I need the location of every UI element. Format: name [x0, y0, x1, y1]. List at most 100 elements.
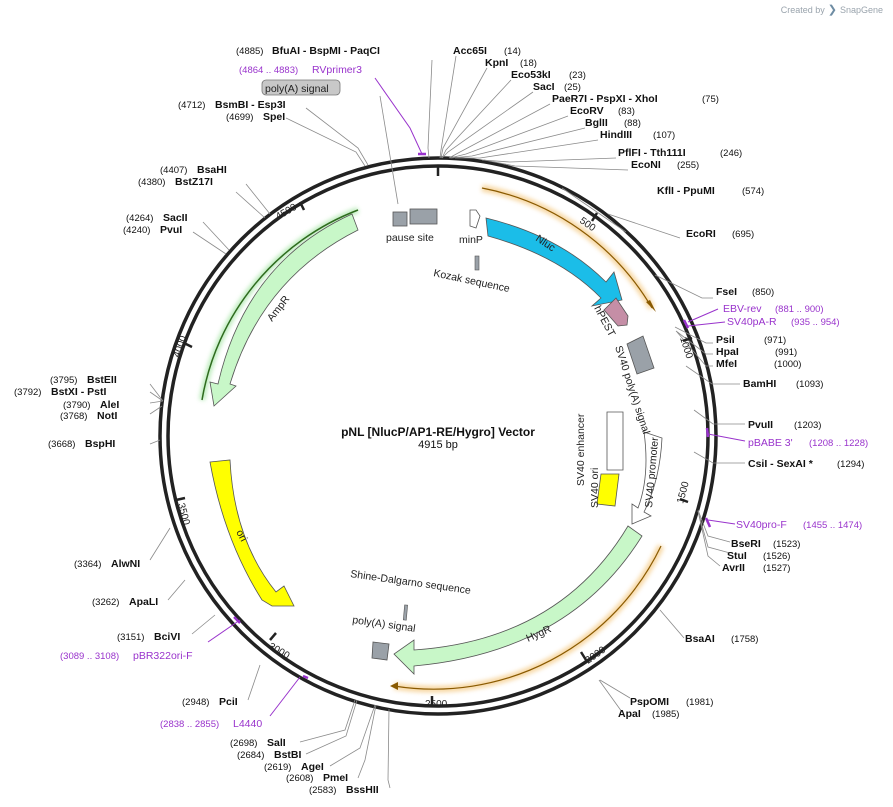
enzyme-position: (2684) [237, 750, 264, 761]
orf-top-arrowhead [646, 300, 656, 312]
enzyme-position: (3792) [14, 387, 41, 398]
primer-label: SV40pA-R [727, 316, 777, 328]
orf-bottom-glow [393, 544, 665, 693]
feature-label-ori: ori [233, 528, 249, 544]
enzyme-label: NotI [97, 410, 117, 422]
enzyme-label: ApaLI [129, 596, 158, 608]
enzyme-position: (3668) [48, 439, 75, 450]
enzyme-label: KflI - PpuMI [657, 185, 715, 197]
enzyme-position: (4380) [138, 177, 165, 188]
polya-signal-bottom-box [371, 641, 390, 661]
sv40-ori-box [596, 473, 620, 507]
primer-range: (2838 .. 2855) [160, 719, 219, 730]
primer-range: (1208 .. 1228) [809, 438, 868, 449]
polya-signal-top-leader [379, 95, 399, 205]
enzyme-position: (83) [618, 106, 635, 117]
enzyme-position: (1527) [763, 563, 790, 574]
primer-l4440-mark [302, 674, 309, 680]
enzyme-position: (850) [752, 287, 774, 298]
orf-bottom-line [393, 545, 662, 690]
enzyme-position: (1985) [652, 709, 679, 720]
enzyme-label: SpeI [263, 111, 285, 123]
enzyme-label: BsmBI - Esp3I [215, 99, 286, 111]
enzyme-label: PmeI [323, 772, 348, 784]
enzyme-position: (255) [677, 160, 699, 171]
plasmid-length: 4915 bp [418, 439, 458, 451]
enzyme-position: (2583) [309, 785, 336, 796]
enzyme-label: KpnI [485, 57, 508, 69]
enzyme-label: BseRI [731, 538, 761, 550]
pause-site-box-1 [392, 211, 408, 227]
sv40-enhancer-box [606, 411, 624, 471]
orf-highlights [199, 184, 665, 693]
enzyme-position: (1758) [731, 634, 758, 645]
enzyme-label: BciVI [154, 631, 180, 643]
enzyme-position: (1093) [796, 379, 823, 390]
feature-label-shine-dalgarno: Shine-Dalgarno sequence [350, 568, 472, 597]
enzyme-position: (107) [653, 130, 675, 141]
enzyme-label: SalI [267, 737, 286, 749]
enzyme-label: PaeR7I - PspXI - XhoI [552, 93, 658, 105]
primer-label: L4440 [233, 718, 262, 730]
enzyme-position: (3790) [63, 400, 90, 411]
tick-2000 [579, 651, 588, 661]
orf-bottom-arrowhead [390, 682, 398, 690]
feature-label-sv40-enhancer: SV40 enhancer [575, 413, 587, 486]
tick-marks [175, 166, 693, 706]
enzyme-label: BstXI - PstI [51, 386, 107, 398]
sv40-polya-box [626, 335, 655, 375]
enzyme-position: (3768) [60, 411, 87, 422]
enzyme-position: (574) [742, 186, 764, 197]
enzyme-position: (4407) [160, 165, 187, 176]
enzyme-position: (1523) [773, 539, 800, 550]
tick-3000 [269, 632, 277, 641]
enzyme-label: MfeI [716, 358, 737, 370]
enzyme-label: PspOMI [630, 696, 669, 708]
enzyme-position: (4264) [126, 213, 153, 224]
plasmid-title: pNL [NlucP/AP1-RE/Hygro] Vector [341, 425, 535, 439]
enzyme-label: BstEII [87, 374, 117, 386]
enzyme-label: Eco53kI [511, 69, 551, 81]
enzyme-label: EcoRV [570, 105, 604, 117]
watermark-brand: SnapGene [839, 4, 883, 15]
enzyme-position: (23) [569, 70, 586, 81]
hpest-arrow [603, 297, 629, 327]
tick-4000 [183, 341, 193, 349]
tick-500 [590, 212, 599, 222]
enzyme-label: AvrII [722, 562, 745, 574]
enzyme-label: AlwNI [111, 558, 140, 570]
enzyme-position: (3151) [117, 632, 144, 643]
enzyme-position: (3262) [92, 597, 119, 608]
enzyme-label: BstZ17I [175, 176, 213, 188]
enzyme-label: AgeI [301, 761, 324, 773]
primer-labels: (4864 .. 4883) RVprimer3 EBV-rev (881 ..… [60, 64, 868, 730]
orf-ampr-line [201, 209, 359, 401]
enzyme-label: PvuI [160, 224, 182, 236]
enzyme-position: (246) [720, 148, 742, 159]
enzyme-position: (1526) [763, 551, 790, 562]
enzyme-leader-lines [149, 55, 745, 789]
enzyme-position: (3795) [50, 375, 77, 386]
primer-label: EBV-rev [723, 303, 762, 315]
primer-marks [233, 152, 712, 680]
features [209, 79, 663, 675]
enzyme-label: BssHII [346, 784, 379, 796]
enzyme-position: (1203) [794, 420, 821, 431]
primer-leader-lines [207, 77, 746, 717]
enzyme-label: PvuII [748, 419, 773, 431]
enzyme-position: (75) [702, 94, 719, 105]
enzyme-label: SacI [533, 81, 555, 93]
orf-top-line [481, 187, 653, 309]
primer-range: (4864 .. 4883) [239, 65, 298, 76]
enzyme-position: (88) [624, 118, 641, 129]
enzyme-position: (1294) [837, 459, 864, 470]
enzyme-label: EcoRI [686, 228, 716, 240]
tick-label-4000: 4000 [171, 334, 189, 359]
snapgene-watermark: Created by ❯ SnapGene [781, 3, 883, 16]
enzyme-labels-right: Acc65I (14) KpnI (18) Eco53kI (23) SacI … [453, 45, 864, 720]
enzyme-label: StuI [727, 550, 747, 562]
feature-label-kozak: Kozak sequence [432, 267, 511, 295]
tick-1500 [679, 497, 689, 504]
enzyme-label: ApaI [618, 708, 641, 720]
